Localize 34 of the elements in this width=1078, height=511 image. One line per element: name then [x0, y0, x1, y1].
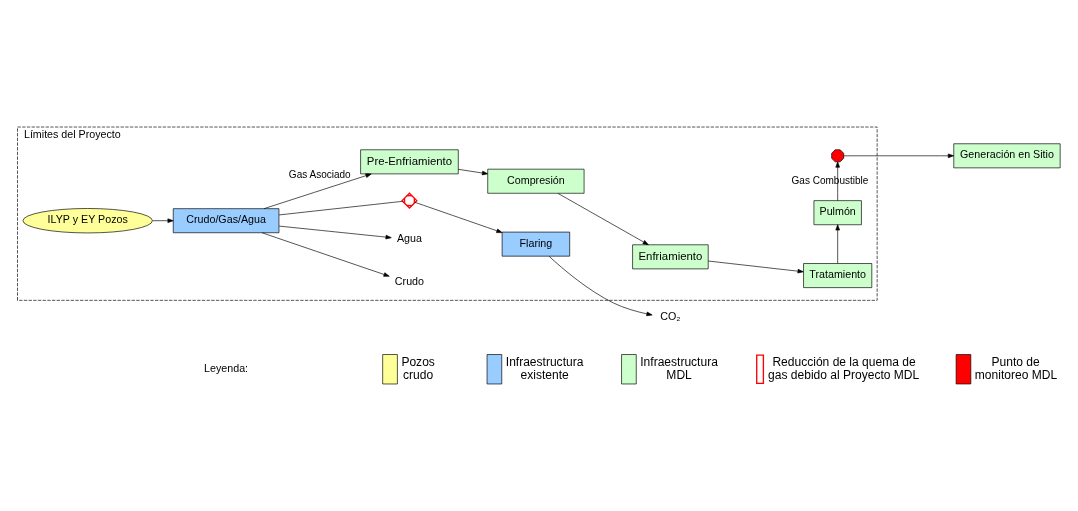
- legend-label: Infraestructura existente: [505, 354, 584, 382]
- arrow: [278, 225, 392, 240]
- node-octagon: [831, 149, 845, 163]
- legend-label: Pozos crudo: [401, 354, 435, 382]
- node-box: Crudo/Gas/Agua: [172, 208, 280, 234]
- arrow: [843, 153, 954, 158]
- node-text: CO₂: [660, 310, 681, 323]
- arrow: [835, 224, 840, 264]
- node-ellipse: ILYP y EY Pozos: [22, 208, 153, 234]
- arrow: [835, 161, 840, 201]
- arrow: [557, 193, 649, 246]
- arrow: [261, 232, 390, 277]
- arrow: [152, 218, 174, 223]
- node-box: Flaring: [501, 231, 571, 257]
- node-box: Pre-Enfriamiento: [360, 149, 459, 175]
- node-box: Generación en Sitio: [953, 143, 1061, 169]
- node-box: Pulmón: [813, 200, 862, 226]
- label: Leyenda:: [204, 361, 249, 374]
- node-box: Compresión: [487, 168, 585, 194]
- connector: [278, 201, 403, 216]
- edge-label: Gas Combustible: [791, 174, 869, 186]
- node-text: Agua: [396, 231, 422, 244]
- edge-label: Gas Asociado: [288, 168, 351, 180]
- arrow: [707, 260, 804, 274]
- legend-label: Punto de monitoreo MDL: [974, 354, 1058, 382]
- arrow: [414, 202, 503, 233]
- arrow: [457, 168, 488, 176]
- legend-label: Infraestructura MDL: [640, 354, 718, 382]
- node-box: Enfriamiento: [632, 244, 709, 270]
- legend-label: Reducción de la quema de gas debido al Proyecto MDL: [768, 354, 920, 382]
- arrow: [548, 255, 653, 317]
- arrow: [263, 173, 372, 209]
- node-text: Crudo: [394, 275, 424, 288]
- node-box: Tratamiento: [803, 263, 873, 288]
